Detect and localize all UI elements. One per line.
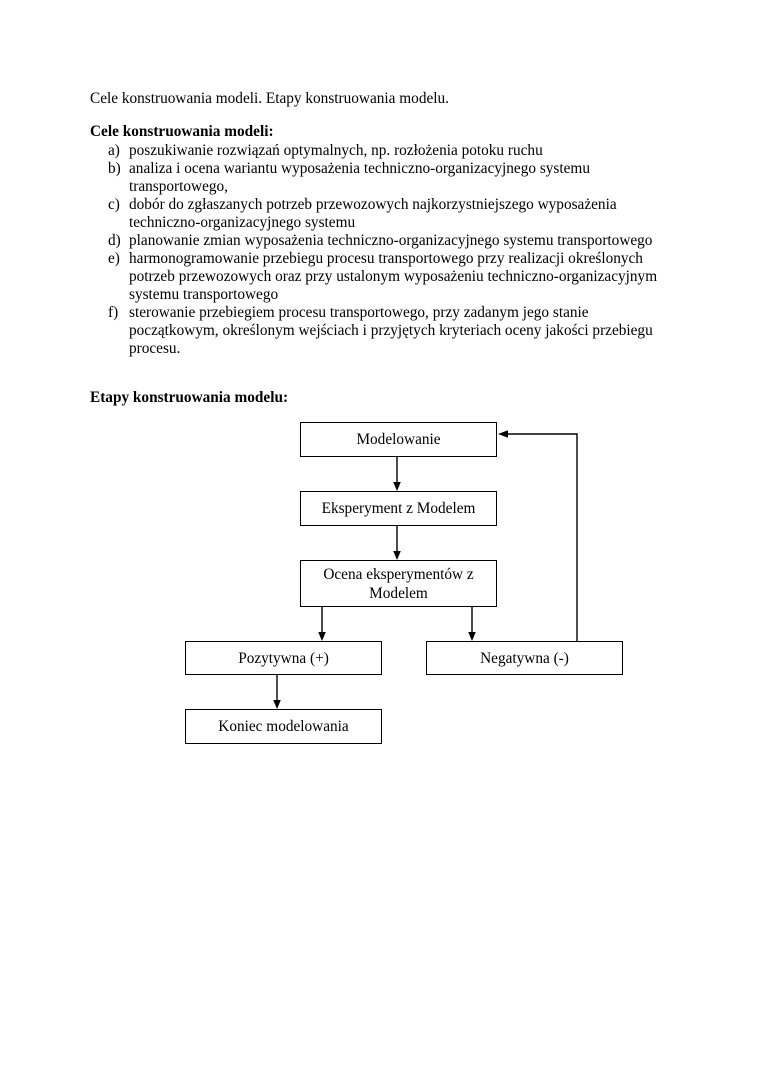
list-item-text: planowanie zmian wyposażenia techniczno-…: [129, 232, 653, 249]
list-item-marker: b): [108, 160, 121, 177]
flowchart-edges: [273, 430, 578, 709]
flow-node-eksperyment: Eksperyment z Modelem: [300, 491, 497, 526]
edge-pozytywna-koniec: [273, 675, 281, 709]
flow-node-label: Modelowanie: [356, 431, 441, 448]
list-item-marker: f): [108, 304, 119, 321]
list-item: c) dobór do zgłaszanych potrzeb przewozo…: [90, 196, 674, 232]
list-item-marker: d): [108, 232, 121, 249]
list-item-text: poszukiwanie rozwiązań optymalnych, np. …: [129, 142, 543, 159]
flow-node-ocena: Ocena eksperymentów z Modelem: [300, 560, 497, 607]
list-item: a) poszukiwanie rozwiązań optymalnych, n…: [90, 142, 674, 160]
flow-node-modelowanie: Modelowanie: [300, 422, 497, 457]
heading-etapy-konstruowania: Etapy konstruowania modelu:: [90, 389, 289, 406]
flow-node-label: Negatywna (-): [480, 649, 569, 667]
flow-node-label: Pozytywna (+): [238, 649, 329, 667]
flow-node-label: Ocena eksperymentów z Modelem: [323, 565, 474, 602]
flow-node-label: Koniec modelowania: [218, 718, 349, 735]
flow-node-pozytywna: Pozytywna (+): [185, 641, 382, 675]
list-item-text: harmonogramowanie przebiegu procesu tran…: [129, 250, 658, 303]
list-item-text: sterowanie przebiegiem procesu transport…: [129, 304, 653, 357]
doc-intro-line: Cele konstruowania modeli. Etapy konstru…: [90, 90, 449, 107]
list-item-marker: e): [108, 250, 120, 267]
flow-node-label: Eksperyment z Modelem: [321, 500, 476, 517]
flow-node-koniec: Koniec modelowania: [185, 709, 382, 744]
list-item-marker: c): [108, 196, 120, 213]
list-item: d) planowanie zmian wyposażenia technicz…: [90, 232, 674, 250]
edge-modelowanie-eksperyment: [393, 457, 401, 491]
edge-negatywna-modelowanie-feedback: [498, 430, 578, 641]
heading-cele-konstruowania: Cele konstruowania modeli:: [90, 123, 274, 140]
edge-ocena-negatywna: [468, 607, 476, 641]
list-item-text: analiza i ocena wariantu wyposażenia tec…: [129, 160, 590, 195]
goals-list: a) poszukiwanie rozwiązań optymalnych, n…: [90, 142, 674, 358]
list-item-marker: a): [108, 142, 120, 159]
list-item: b) analiza i ocena wariantu wyposażenia …: [90, 160, 674, 196]
list-item: e) harmonogramowanie przebiegu procesu t…: [90, 250, 674, 304]
list-item-text: dobór do zgłaszanych potrzeb przewozowyc…: [129, 196, 617, 231]
list-item: f) sterowanie przebiegiem procesu transp…: [90, 304, 674, 358]
flow-node-negatywna: Negatywna (-): [426, 641, 623, 675]
flowchart: Modelowanie Eksperyment z Modelem Ocena …: [0, 410, 760, 770]
edge-ocena-pozytywna: [318, 607, 326, 641]
edge-eksperyment-ocena: [393, 526, 401, 560]
